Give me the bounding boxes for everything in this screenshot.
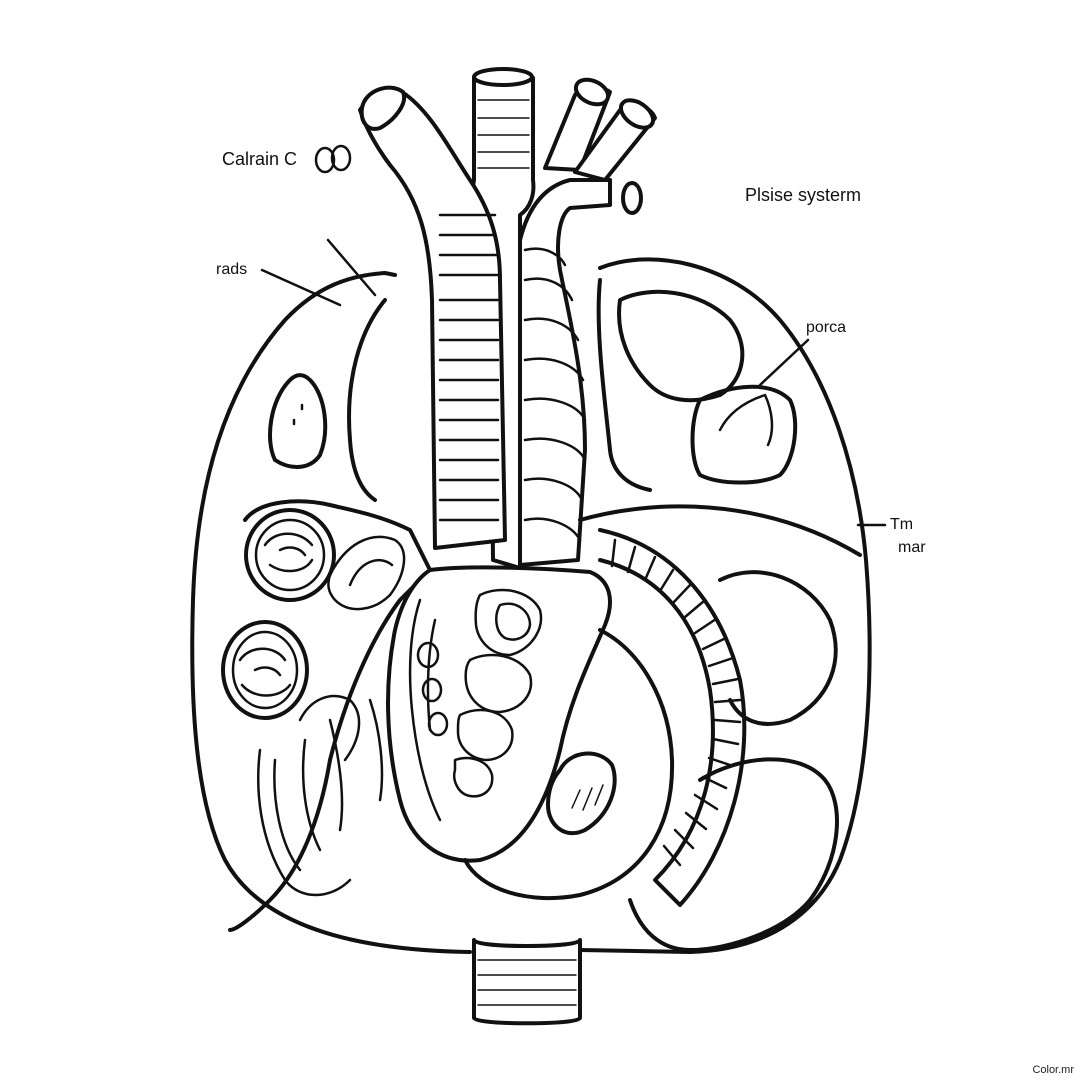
right-branch-2-end xyxy=(618,98,656,130)
right-upper-inner xyxy=(596,278,652,492)
label-right-upper: porca xyxy=(806,319,847,336)
left-upper-lobe-dots xyxy=(292,403,304,426)
large-organ xyxy=(463,628,675,900)
right-branch-1-end xyxy=(573,77,611,107)
bottom-tube xyxy=(472,938,582,1026)
right-upper-lobe xyxy=(617,289,745,403)
label-left: rads xyxy=(216,261,248,278)
right-middle-lobe xyxy=(690,384,798,485)
lung-glyph-icon xyxy=(314,144,352,174)
left-bronchi xyxy=(257,535,406,897)
aortic-ring-ticks xyxy=(610,538,742,867)
label-top-left: Calrain C xyxy=(222,149,298,169)
right-vessel xyxy=(518,178,612,567)
leader-porca xyxy=(758,338,810,387)
trachea-top xyxy=(472,67,534,87)
right-vessel-rings xyxy=(523,247,587,542)
small-organ xyxy=(546,751,617,836)
bottom-tube-rings xyxy=(477,959,577,1006)
left-vessel-rings xyxy=(438,213,500,522)
right-lower-lobe xyxy=(718,570,838,726)
left-lower-region xyxy=(228,499,432,932)
heart-chambers xyxy=(408,588,543,822)
leader-rads xyxy=(260,268,342,307)
small-organ-lines xyxy=(571,784,604,811)
right-middle-bump xyxy=(718,393,774,447)
outer-outline xyxy=(190,257,872,954)
left-lymph-node-lower xyxy=(221,620,309,720)
label-right-lower-1: Tm xyxy=(890,516,914,533)
label-right-lower-2: mar xyxy=(898,539,926,556)
left-upper-lobe xyxy=(268,373,328,469)
trachea-rings xyxy=(477,99,530,169)
credit-watermark: Color.mr xyxy=(1032,1064,1074,1076)
left-lymph-node-upper xyxy=(244,508,336,602)
left-lung-inner xyxy=(347,298,387,502)
aortic-ring xyxy=(598,528,747,907)
right-branch-3-end xyxy=(621,181,643,215)
right-base-lobe xyxy=(628,757,839,952)
leader-rads-2 xyxy=(326,238,377,297)
right-lung-divider xyxy=(578,504,862,557)
leader-lines xyxy=(260,238,887,527)
label-top-right: Plsise systerm xyxy=(745,185,862,205)
left-vessel-opening xyxy=(359,85,407,131)
